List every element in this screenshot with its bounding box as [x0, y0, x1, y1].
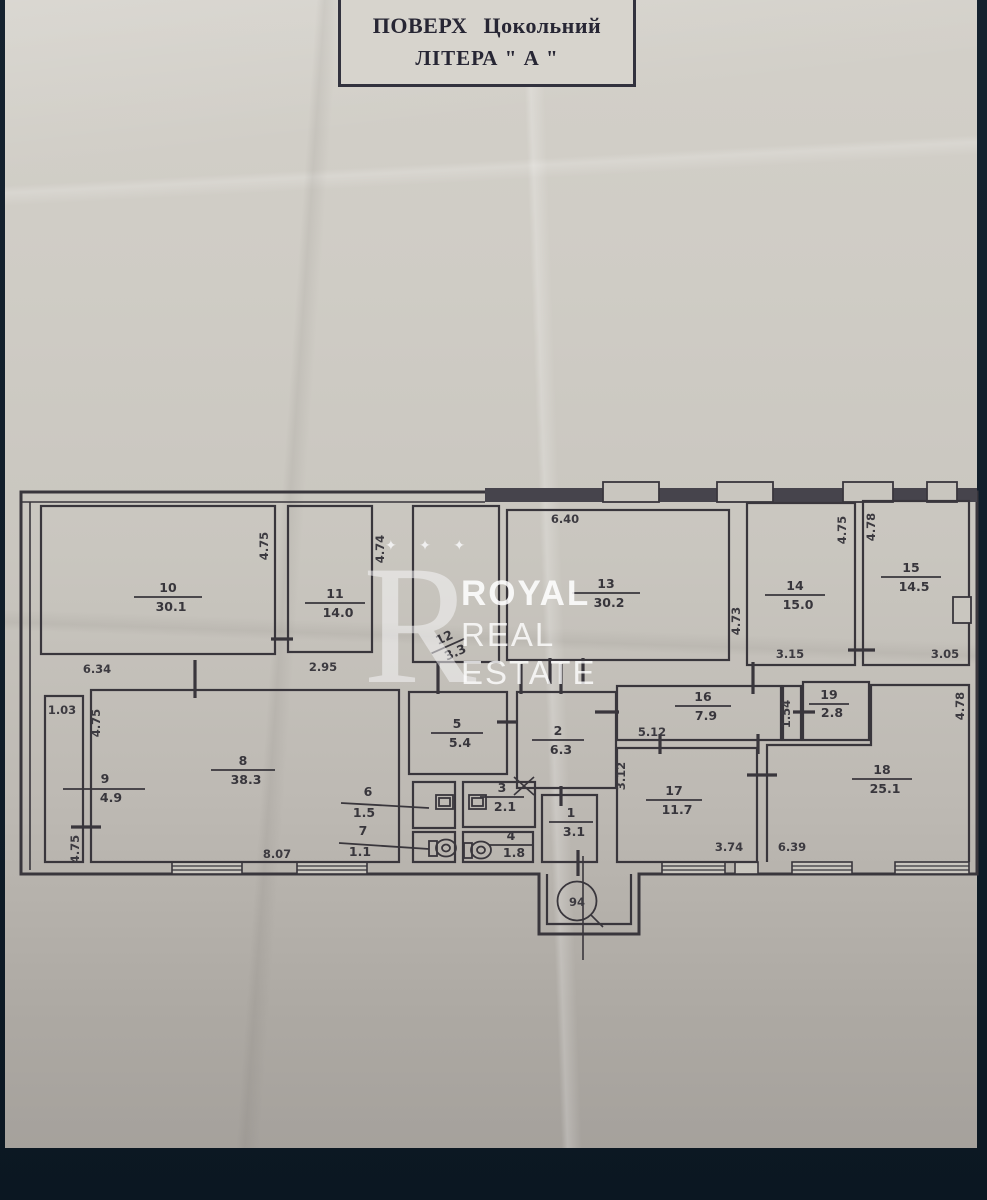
- room-label-8: 8 38.3: [211, 753, 275, 787]
- toilet-fixture-room7: [428, 838, 457, 858]
- sink-fixture-room6: [435, 794, 454, 810]
- svg-text:1: 1: [567, 805, 576, 820]
- svg-text:6.3: 6.3: [550, 742, 572, 757]
- svg-text:15: 15: [902, 560, 919, 575]
- dim-room13-width: 6.40: [551, 512, 579, 526]
- title-block: ПОВЕРХ Цокольний ЛІТЕРА " А ": [338, 0, 636, 87]
- dim-room18-height: 4.78: [953, 692, 967, 720]
- room-label-2: 2 6.3: [532, 723, 584, 757]
- floor-title: ПОВЕРХ Цокольний: [372, 13, 602, 38]
- svg-text:18: 18: [873, 762, 890, 777]
- svg-text:14.0: 14.0: [323, 605, 354, 620]
- svg-text:2.8: 2.8: [821, 705, 843, 720]
- svg-text:1.8: 1.8: [503, 845, 525, 860]
- outer-walls: [19, 490, 979, 936]
- door-cross-symbol: [513, 776, 535, 796]
- svg-text:14.5: 14.5: [899, 579, 930, 594]
- room-label-15: 15 14.5: [881, 560, 941, 594]
- svg-text:38.3: 38.3: [231, 772, 262, 787]
- svg-text:17: 17: [665, 783, 682, 798]
- room-label-1: 1 3.1: [549, 805, 593, 839]
- dim-room10-width: 6.34: [83, 662, 111, 676]
- room-label-17: 17 11.7: [646, 783, 702, 817]
- dim-room16-width: 5.12: [638, 725, 666, 739]
- svg-text:12: 12: [433, 627, 455, 648]
- svg-text:7.9: 7.9: [695, 708, 717, 723]
- svg-text:7: 7: [359, 823, 368, 838]
- svg-text:30.1: 30.1: [156, 599, 187, 614]
- letter-title: ЛІТЕРА " А ": [415, 46, 559, 70]
- dim-room15-width: 3.05: [931, 647, 959, 661]
- dim-room18-width: 6.39: [778, 840, 806, 854]
- dimension-labels: 6.34 4.75 2.95 4.74 6.40 4.73 3.15 4.75 …: [48, 512, 967, 863]
- dim-room16-niche: 1.54: [779, 700, 793, 728]
- room-label-19: 19 2.8: [809, 687, 849, 720]
- svg-text:19: 19: [820, 687, 837, 702]
- top-window-band: [485, 481, 977, 503]
- dim-room11-height: 4.74: [373, 535, 387, 563]
- dim-room8-width: 8.07: [263, 847, 291, 861]
- room-label-4: 4 1.8: [489, 828, 533, 860]
- door-ticks: [71, 637, 875, 876]
- svg-text:3: 3: [498, 780, 507, 795]
- sink-fixture-room3: [468, 794, 487, 810]
- dim-room11-width: 2.95: [309, 660, 337, 674]
- svg-text:5: 5: [453, 716, 462, 731]
- dim-room14-height: 4.75: [835, 516, 849, 544]
- svg-text:2.1: 2.1: [494, 799, 516, 814]
- svg-text:11: 11: [326, 586, 343, 601]
- svg-text:1.5: 1.5: [353, 805, 375, 820]
- svg-text:9: 9: [101, 771, 110, 786]
- room-label-11: 11 14.0: [305, 586, 365, 620]
- dim-room17-height: 3.12: [614, 762, 628, 790]
- dim-room14-width: 3.15: [776, 647, 804, 661]
- svg-text:4: 4: [507, 828, 516, 843]
- svg-text:3.1: 3.1: [563, 824, 585, 839]
- svg-text:10: 10: [159, 580, 177, 595]
- entry-circle-label: 94: [569, 895, 585, 909]
- room-label-13: 13 30.2: [572, 576, 640, 610]
- dim-room9-height: 4.75: [89, 709, 103, 737]
- dim-room9-top: 1.03: [48, 703, 76, 717]
- svg-text:6: 6: [364, 784, 373, 799]
- svg-text:13: 13: [597, 576, 614, 591]
- svg-text:4.9: 4.9: [100, 790, 122, 805]
- svg-text:14: 14: [786, 578, 804, 593]
- room-label-3: 3 2.1: [480, 780, 524, 814]
- svg-text:25.1: 25.1: [870, 781, 901, 796]
- room-label-10: 10 30.1: [134, 580, 202, 614]
- scanned-floor-plan-page: 94: [5, 0, 979, 1148]
- svg-text:1.1: 1.1: [349, 844, 371, 859]
- dim-room17-width: 3.74: [715, 840, 743, 854]
- svg-text:11.7: 11.7: [662, 802, 693, 817]
- toilet-fixture-room4: [463, 840, 492, 860]
- svg-text:15.0: 15.0: [783, 597, 814, 612]
- room-label-6: 6 1.5: [340, 784, 430, 820]
- room-label-18: 18 25.1: [852, 762, 912, 796]
- svg-text:8: 8: [239, 753, 248, 768]
- entry-vestibule: 94: [556, 856, 604, 960]
- svg-text:16: 16: [694, 689, 712, 704]
- svg-text:2: 2: [554, 723, 563, 738]
- room-label-9: 9 4.9: [63, 771, 145, 805]
- room-label-16: 16 7.9: [675, 689, 731, 723]
- svg-text:30.2: 30.2: [594, 595, 625, 610]
- floor-plan-drawing: 94: [19, 481, 979, 960]
- dim-room10-height: 4.75: [257, 532, 271, 560]
- room-label-14: 14 15.0: [765, 578, 825, 612]
- svg-text:5.4: 5.4: [449, 735, 471, 750]
- dim-room15-height: 4.78: [864, 513, 878, 541]
- dim-room13-height: 4.73: [729, 607, 743, 635]
- bottom-windows: [171, 861, 970, 875]
- dim-room9-bottom: 4.75: [68, 835, 82, 863]
- room-label-7: 7 1.1: [338, 823, 430, 859]
- room-label-5: 5 5.4: [431, 716, 483, 750]
